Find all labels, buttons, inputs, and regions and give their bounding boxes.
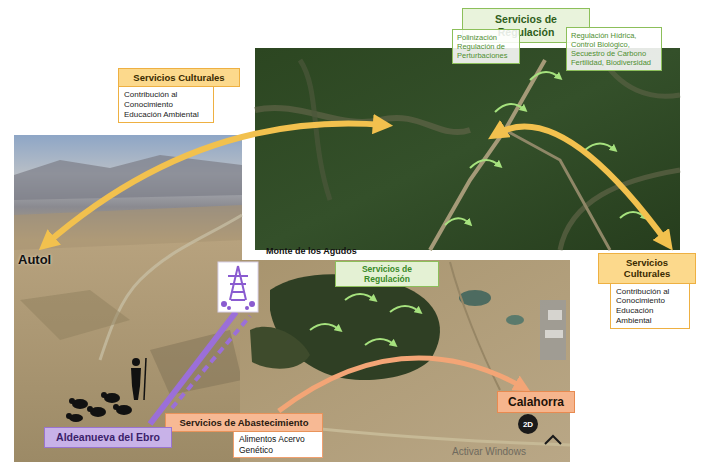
cultural-service-box: Servicios CulturalesContribución al Cono…: [118, 68, 240, 123]
provisioning-service-box: Servicios de AbastecimientoAlimentos Ace…: [165, 413, 323, 458]
node-body: Contribución al Conocimiento Educación A…: [610, 284, 690, 329]
place-label: Autol: [18, 252, 51, 267]
service-flow-arrow: [279, 358, 525, 411]
node-heading: Servicios Culturales: [118, 68, 240, 87]
place-label: Monte de los Agudos: [266, 246, 357, 256]
service-detail: Regulación Hídrica, Control Biológico, S…: [566, 27, 662, 71]
town-label-box: Calahorra: [497, 391, 575, 413]
node-heading: Servicios de Regulación: [335, 261, 439, 287]
node-heading: Servicios de Abastecimiento: [165, 413, 323, 432]
node-body: Alimentos Acervo Genético: [233, 432, 323, 457]
service-detail: Polinización Regulación de Perturbacione…: [452, 29, 520, 64]
node-heading: Regulación Hídrica, Control Biológico, S…: [566, 27, 662, 71]
service-header: Servicios de Regulación: [335, 261, 439, 287]
node-heading: Polinización Regulación de Perturbacione…: [452, 29, 520, 64]
node-heading: Servicios Culturales: [598, 253, 696, 284]
node-heading: Calahorra: [497, 391, 575, 413]
view-toggle: 2D: [523, 420, 533, 429]
cultural-service-box: Servicios CulturalesContribución al Cono…: [598, 253, 696, 329]
node-heading: Aldeanueva del Ebro: [44, 427, 172, 448]
node-body: Contribución al Conocimiento Educación A…: [118, 87, 214, 123]
watermark: Activar Windows: [452, 446, 526, 457]
town-label-box: Aldeanueva del Ebro: [44, 427, 172, 448]
